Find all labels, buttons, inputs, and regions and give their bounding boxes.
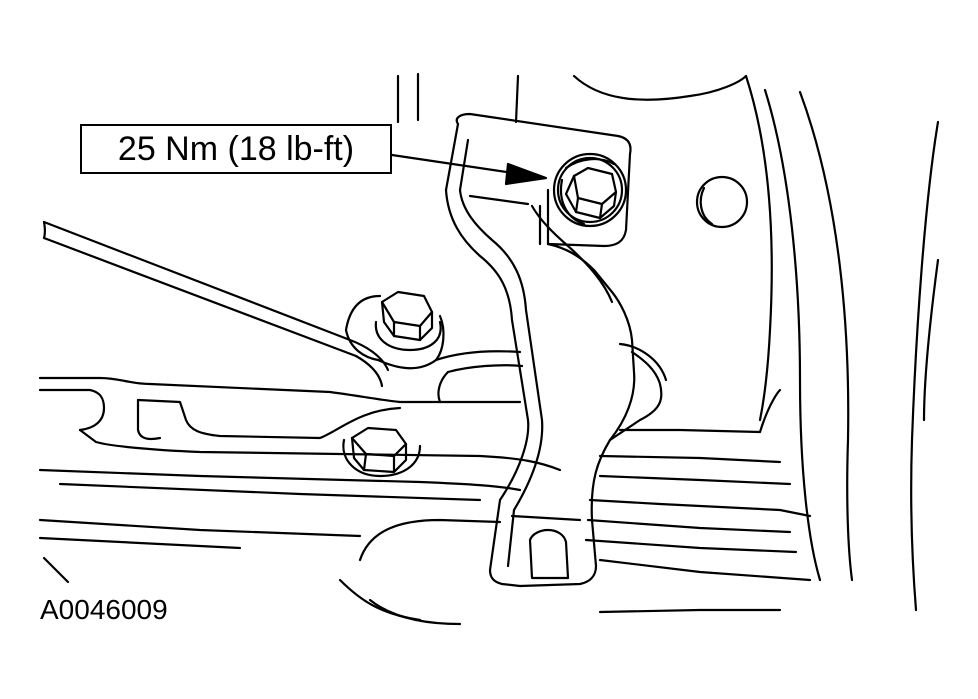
bracket-bolt bbox=[552, 152, 628, 228]
upper-hex-bolt bbox=[374, 290, 442, 352]
torque-label: 25 Nm (18 lb-ft) bbox=[117, 129, 355, 168]
lower-hex-bolt bbox=[342, 426, 422, 478]
torque-callout: 25 Nm (18 lb-ft) bbox=[80, 124, 392, 174]
cross-member bbox=[38, 376, 812, 626]
figure-id: A0046009 bbox=[40, 594, 168, 625]
body-panel bbox=[396, 72, 940, 612]
callout-leader-arrow bbox=[390, 153, 548, 186]
body-hole bbox=[695, 175, 749, 229]
mount-boss bbox=[344, 294, 524, 404]
diagonal-rod bbox=[42, 220, 390, 388]
bracket bbox=[444, 112, 668, 588]
